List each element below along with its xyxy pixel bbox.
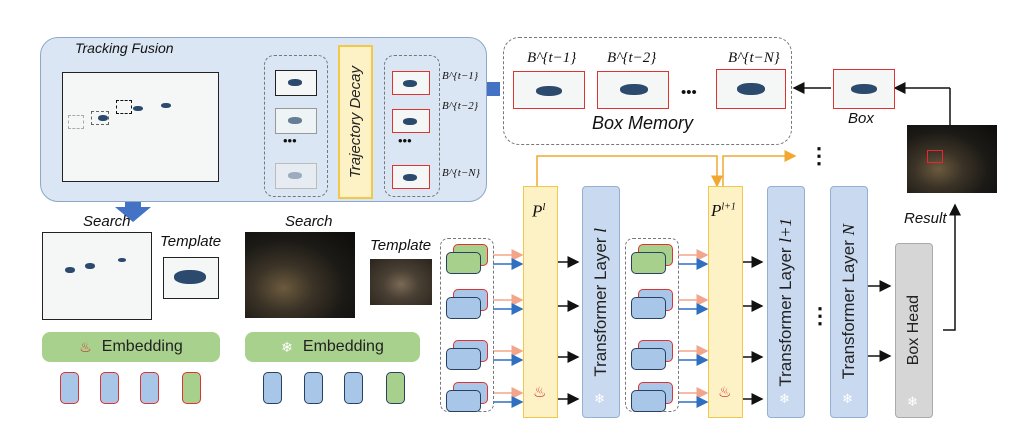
transformer-layer-l-sup: l xyxy=(591,227,610,233)
result-label: Result xyxy=(904,210,947,227)
mid-search-label: Search xyxy=(285,213,333,230)
flame-icon: ♨ xyxy=(79,338,92,355)
box-thumbnail xyxy=(833,69,895,109)
result-image xyxy=(907,125,997,193)
mid-token-1 xyxy=(263,372,282,404)
mid-token-3 xyxy=(344,372,363,404)
left-template-image xyxy=(163,257,219,299)
left-token-2 xyxy=(100,372,119,404)
mid-token-2 xyxy=(304,372,323,404)
left-token-4 xyxy=(182,372,201,404)
fusion-to-search-arrow xyxy=(115,200,151,222)
fusion-memory-ellipsis: ••• xyxy=(398,133,412,148)
transformer-n-snowflake-icon: ❄ xyxy=(842,391,853,406)
box-memory-panel xyxy=(503,37,792,145)
left-token-1 xyxy=(60,372,79,404)
prompt-l1-base: P xyxy=(711,201,722,220)
transformer-l-snowflake-icon: ❄ xyxy=(594,391,605,406)
prompt-l1-sup: l+1 xyxy=(721,201,736,213)
prompt-l-flame-icon: ♨ xyxy=(533,384,547,401)
fusion-thumb-1 xyxy=(275,70,317,96)
token-stack-1-front-3 xyxy=(446,348,481,370)
left-template-label: Template xyxy=(160,233,222,250)
token-stack-1-front-4 xyxy=(446,390,481,412)
transformer-layer-l1: Transformer Layer l+1 ❄ xyxy=(767,186,805,418)
prompt-l1-flame-icon: ♨ xyxy=(718,384,732,401)
token-stack-1-front-2 xyxy=(446,297,481,319)
token-stack-2-front-2 xyxy=(631,297,666,319)
transformer-layer-n-sup: N xyxy=(839,224,858,236)
token-stack-1-front-1 xyxy=(446,252,481,274)
transformer-layer-n-label: Transformer Layer xyxy=(839,240,858,380)
mid-embedding-block: ❄ Embedding xyxy=(245,332,420,362)
prompt-l-sup: l xyxy=(542,201,546,213)
fusion-label-bn: B^{t−N} xyxy=(442,167,480,179)
box-memory-frame-n xyxy=(716,69,786,109)
prompt-block-l: Pl ♨ xyxy=(523,186,558,418)
vdots-top: ⋮ xyxy=(808,143,830,168)
left-token-3 xyxy=(140,372,159,404)
fusion-box-dashed-1 xyxy=(116,100,132,114)
token-stack-2-front-3 xyxy=(631,348,666,370)
transformer-l1-snowflake-icon: ❄ xyxy=(779,391,790,406)
mid-template-image xyxy=(370,259,432,305)
transformer-layer-l: Transformer Layer l ❄ xyxy=(582,186,620,418)
trajectory-decay-block: Trajectory Decay xyxy=(338,45,373,199)
fusion-memory-1 xyxy=(392,71,430,95)
left-embedding-label: Embedding xyxy=(101,338,183,355)
box-memory-frame-1 xyxy=(513,71,585,109)
fusion-thumb-n xyxy=(275,163,317,189)
box-memory-title: Box Memory xyxy=(592,113,694,133)
box-memory-label-b2: B^{t−2} xyxy=(607,50,657,66)
token-stack-2-front-4 xyxy=(631,390,666,412)
box-label: Box xyxy=(848,110,874,127)
box-head-block: Box Head ❄ xyxy=(895,243,933,418)
fusion-box-dashed-3 xyxy=(68,115,84,129)
box-memory-ellipsis: ••• xyxy=(681,84,697,101)
prompt-block-l1: Pl+1 ♨ xyxy=(708,186,743,418)
fusion-thumb-ellipsis: ••• xyxy=(283,133,297,148)
transformer-layer-n: Transformer Layer N ❄ xyxy=(830,186,868,418)
box-memory-frame-2 xyxy=(597,71,669,109)
token-stack-2-front-1 xyxy=(631,252,666,274)
box-memory-label-bn: B^{t−N} xyxy=(728,50,780,66)
fusion-label-b1: B^{t−1} xyxy=(442,70,479,82)
box-memory-label-b1: B^{t−1} xyxy=(527,50,577,66)
left-search-image xyxy=(42,232,152,320)
result-box xyxy=(927,150,943,163)
fusion-memory-n xyxy=(392,165,430,189)
transformer-layer-l-label: Transformer Layer xyxy=(591,237,610,377)
fusion-search-image xyxy=(62,72,219,182)
vdots-middle: ⋮ xyxy=(809,303,831,328)
transformer-layer-l1-sup: l+1 xyxy=(776,217,795,243)
fusion-label-b2: B^{t−2} xyxy=(442,100,479,112)
fusion-thumb-2 xyxy=(275,108,317,134)
left-embedding-block: ♨ Embedding xyxy=(42,332,220,362)
box-head-snowflake-icon: ❄ xyxy=(907,394,918,409)
transformer-layer-l1-label: Transformer Layer xyxy=(776,247,795,387)
fusion-box-dashed-2 xyxy=(91,111,109,125)
fusion-thumbnail-group xyxy=(264,55,328,197)
mid-embedding-label: Embedding xyxy=(302,338,384,355)
box-head-label: Box Head xyxy=(905,295,922,366)
prompt-l-base: P xyxy=(532,201,543,221)
fusion-memory-group xyxy=(384,55,440,197)
trajectory-decay-label: Trajectory Decay xyxy=(347,65,364,179)
tracking-fusion-title: Tracking Fusion xyxy=(75,40,174,56)
mid-template-label: Template xyxy=(370,237,432,254)
mid-search-image xyxy=(245,232,355,318)
left-search-label: Search xyxy=(83,213,131,230)
fusion-memory-2 xyxy=(392,109,430,133)
snowflake-icon: ❄ xyxy=(281,338,293,355)
mid-token-4 xyxy=(386,372,405,404)
